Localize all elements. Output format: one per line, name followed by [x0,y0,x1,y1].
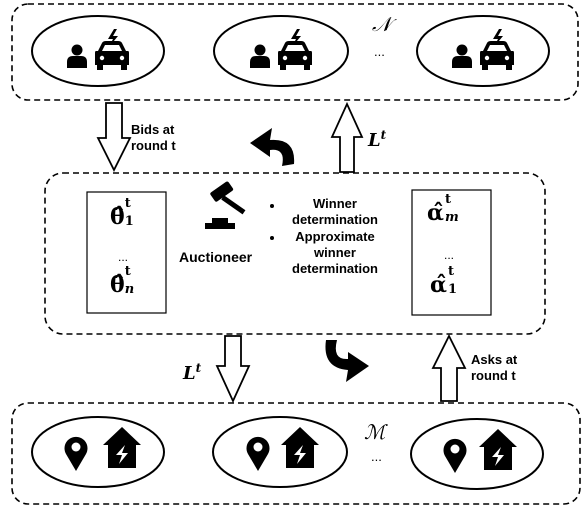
alpha-superscript: t [444,192,451,207]
bids-label-line: Bids at [131,122,175,137]
asks-arrow [431,333,467,402]
station-set-symbol: ℳ [364,420,386,444]
gavel-icon [205,181,246,229]
bids-arrow [96,102,132,173]
asks-label: Asks at round t [471,352,517,384]
ev-group-container [11,3,579,101]
theta-superscript: t [124,264,131,279]
station-group-container [11,402,581,505]
asks-label-line: Asks at [471,352,518,367]
asks-label-line: round t [471,368,516,383]
alpha-last: α̂t 1 [430,264,457,298]
allocation-superscript: t [195,361,202,375]
allocation-arrow-down [215,335,251,404]
theta-symbol: θ̂ [110,272,125,298]
theta-first: θ̂t 1 [110,196,134,230]
alpha-box [411,189,492,316]
allocation-symbol: L [368,130,381,151]
bids-label: Bids at round t [131,122,176,154]
allocation-arrow-up [330,101,364,173]
forward-arrow-icon [325,340,369,382]
bullet-dot [270,236,274,240]
ev-ellipsis: ... [374,44,385,59]
bullet-text-line: winner [314,245,356,260]
theta-subscript: 1 [124,214,134,229]
bullet-text-line: Approximate [295,229,375,244]
auctioneer-container [44,172,546,335]
bullet-text-line: determination [292,261,378,276]
bullet-dot [270,204,274,208]
station-ellipsis: ... [371,449,382,464]
bids-label-line: round t [131,138,176,153]
alpha-symbol: α̂ [430,272,447,298]
alpha-superscript: t [447,264,454,279]
return-arrow-icon [250,128,295,166]
alpha-dots: ... [444,248,455,262]
theta-symbol: θ̂ [110,204,125,230]
allocation-symbol: L [183,363,196,384]
theta-superscript: t [124,196,131,211]
alpha-subscript: m [444,210,459,225]
station-node [410,418,544,490]
allocation-label-top: Lt [368,128,386,151]
allocation-superscript: t [380,128,387,142]
station-node [31,416,165,488]
bullet-text-line: Winner [313,196,357,211]
allocation-label-bottom: Lt [183,361,201,384]
alpha-symbol: α̂ [427,200,444,226]
theta-dots: ... [118,250,129,264]
auctioneer-label: Auctioneer [179,249,253,265]
bullet-winner-determination: Winner determination [279,196,391,228]
theta-subscript: n [124,282,135,297]
station-node [212,416,348,488]
bullet-text-line: determination [292,212,378,227]
bullet-approximate-winner-determination: Approximate winner determination [279,229,391,277]
alpha-subscript: 1 [447,282,457,297]
ev-set-symbol: 𝒩 [372,12,392,36]
theta-box [86,191,167,314]
